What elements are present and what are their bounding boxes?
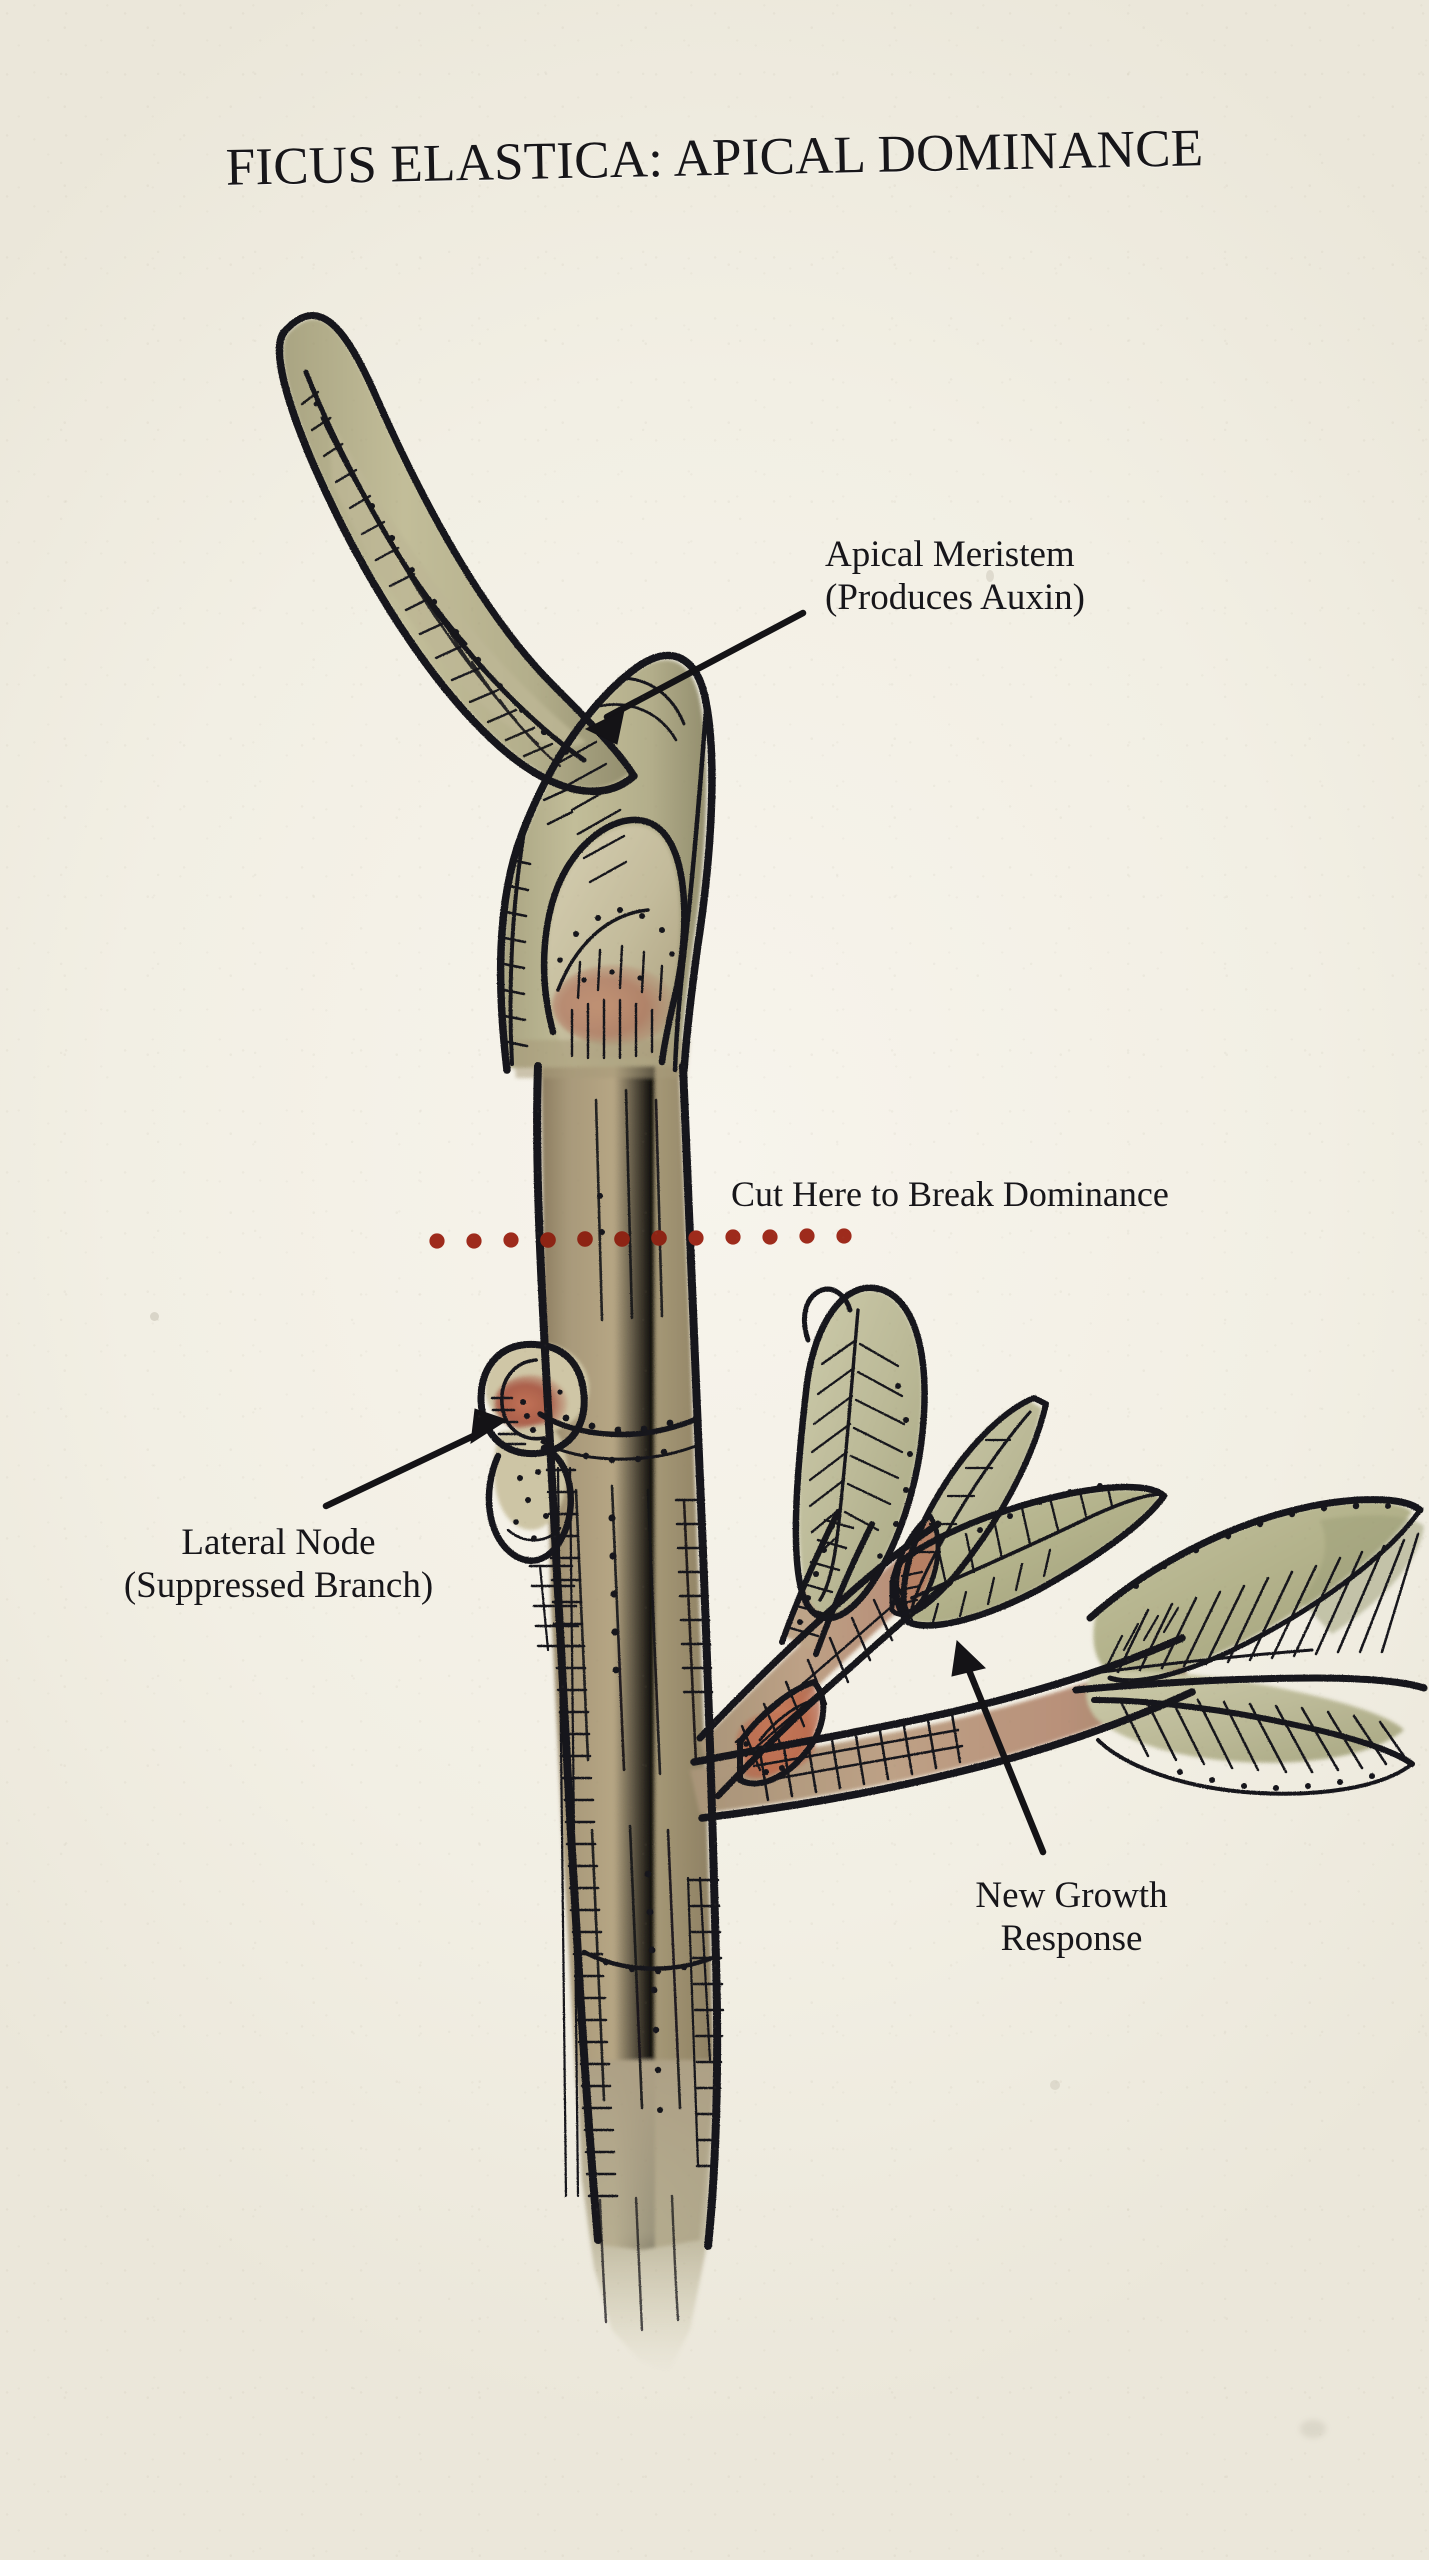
cut-line [429, 1228, 852, 1249]
arrow-newgrowth [951, 1639, 1047, 1856]
label-apical-meristem-line2: (Produces Auxin) [825, 576, 1085, 618]
label-new-growth: New Growth Response [939, 1875, 1204, 1961]
leader-arrows [322, 609, 1047, 1856]
label-apical-meristem: Apical Meristem (Produces Auxin) [825, 534, 1085, 620]
label-new-growth-line2: Response [1000, 1917, 1143, 1959]
label-apical-meristem-line1: Apical Meristem [825, 534, 1075, 575]
label-lateral-node-line1: Lateral Node [181, 1522, 376, 1563]
arrow-lateral [322, 1408, 509, 1510]
label-lateral-node-line2: (Suppressed Branch) [123, 1564, 434, 1606]
label-new-growth-line1: New Growth [975, 1875, 1168, 1916]
arrow-apical [584, 609, 807, 745]
label-lateral-node: Lateral Node (Suppressed Branch) [61, 1522, 496, 1608]
label-cut-here-line1: Cut Here to Break Dominance [731, 1174, 1169, 1214]
label-cut-here: Cut Here to Break Dominance [731, 1174, 1169, 1216]
